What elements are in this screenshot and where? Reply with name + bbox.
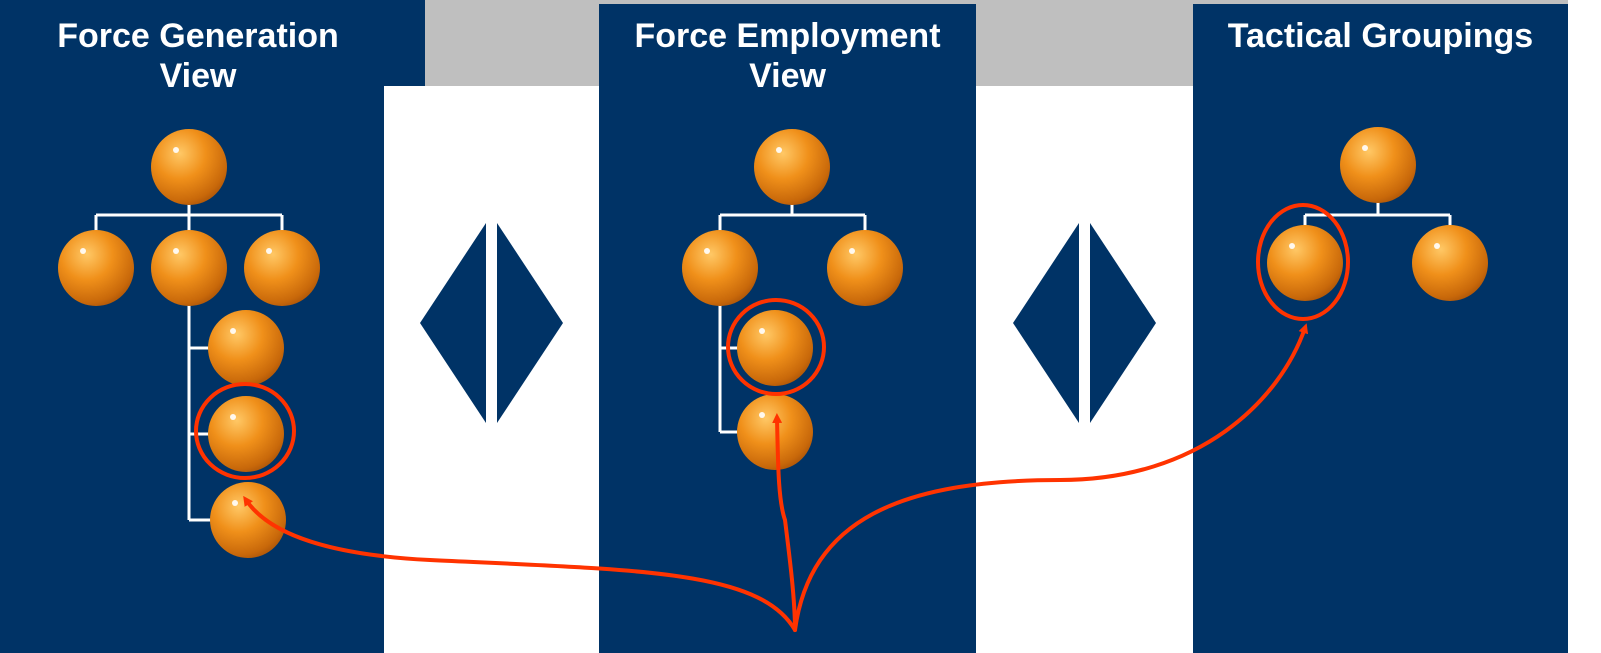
- title-line-1: Force Employment: [634, 17, 941, 55]
- nodes-force-generation: [58, 129, 320, 558]
- orange-sphere-icon: [208, 396, 284, 472]
- orange-sphere-icon: [737, 310, 813, 386]
- arrow-to-tactical-groupings: [793, 323, 1309, 632]
- diamond-split-icon: [420, 223, 563, 423]
- arrow-to-force-employment: [772, 413, 797, 632]
- diamond-split-icon: [1013, 223, 1156, 423]
- title-line-1: Tactical Groupings: [1227, 17, 1534, 55]
- orange-sphere-icon: [244, 230, 320, 306]
- panel-tactical-groupings: [1193, 4, 1568, 653]
- orange-sphere-icon: [208, 310, 284, 386]
- panel-title-force-employment: Force Employment View: [599, 16, 976, 96]
- orange-sphere-icon: [151, 230, 227, 306]
- panel-title-tactical-groupings: Tactical Groupings: [1193, 16, 1568, 56]
- orange-sphere-icon: [1412, 225, 1488, 301]
- nodes-tactical-groupings: [1267, 127, 1488, 301]
- orange-sphere-icon: [151, 129, 227, 205]
- orange-sphere-icon: [737, 394, 813, 470]
- red-ellipse-highlight: [1256, 203, 1350, 321]
- title-line-2: View: [159, 57, 237, 95]
- panel-title-force-generation: Force Generation View: [0, 16, 396, 96]
- red-ellipse-highlight: [194, 382, 296, 480]
- arrow-to-force-generation: [243, 495, 797, 632]
- panel-force-generation-header: [0, 0, 425, 86]
- orange-sphere-icon: [682, 230, 758, 306]
- orange-sphere-icon: [1340, 127, 1416, 203]
- orange-sphere-icon: [827, 230, 903, 306]
- title-line-2: View: [749, 57, 826, 95]
- red-ellipse-highlight: [726, 298, 826, 396]
- nodes-force-employment: [682, 129, 903, 470]
- highlight-arrows: [243, 323, 1309, 632]
- orange-sphere-icon: [210, 482, 286, 558]
- orange-sphere-icon: [1267, 225, 1343, 301]
- title-line-1: Force Generation: [57, 17, 339, 55]
- orange-sphere-icon: [58, 230, 134, 306]
- orange-sphere-icon: [754, 129, 830, 205]
